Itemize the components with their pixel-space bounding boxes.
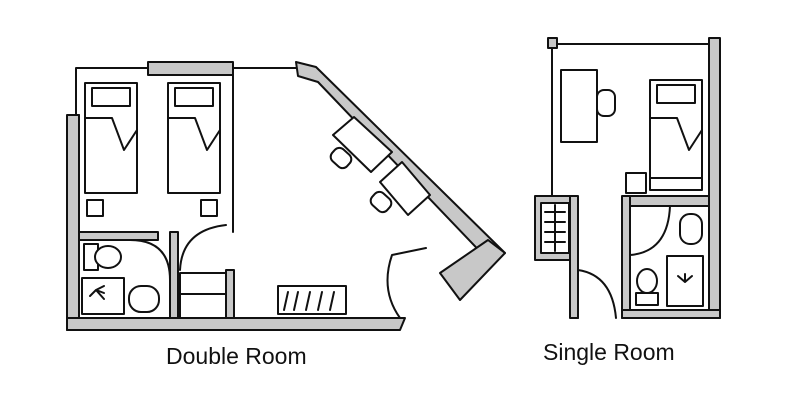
single-room-label: Single Room	[543, 339, 675, 365]
single-bed-pillow	[656, 84, 696, 104]
double-bed-left-sheet	[84, 117, 138, 151]
double-bath-wall	[169, 231, 179, 319]
single-bathroom-fixtures	[635, 213, 704, 307]
single-bottom-wall	[621, 309, 721, 319]
single-bed-area	[625, 79, 703, 194]
single-bath-door-swing	[629, 205, 671, 256]
single-toilet-bowl	[636, 268, 658, 294]
double-desk-upper	[332, 116, 393, 173]
double-closet-rail	[277, 285, 347, 315]
single-bed-sheet	[649, 117, 703, 151]
single-desk-area	[560, 69, 616, 143]
double-shower-head-icon	[89, 285, 105, 300]
single-entry-door-swing	[577, 269, 617, 319]
double-corner-pillar	[439, 239, 506, 301]
single-shower-head-icon	[677, 273, 693, 283]
double-room-label: Double Room	[166, 343, 307, 369]
single-shower-tray	[666, 255, 704, 307]
double-beds	[84, 82, 221, 217]
double-chair-lower	[369, 190, 393, 214]
double-desks	[329, 116, 431, 216]
double-bath-partition	[78, 231, 159, 241]
double-shower-tray	[81, 277, 125, 315]
double-bed-left-pillow	[91, 87, 131, 107]
double-room-plan	[66, 61, 506, 331]
double-bed-right-sheet	[167, 117, 221, 151]
single-toilet-tank	[635, 292, 659, 306]
single-desk	[560, 69, 598, 143]
single-top-left-post	[547, 37, 558, 49]
double-inner-wall-stub	[225, 269, 235, 319]
double-chair-upper	[329, 146, 353, 170]
double-closet-hangers	[283, 291, 335, 311]
double-bathroom-fixtures	[81, 239, 171, 315]
single-right-wall	[708, 37, 721, 319]
double-wardrobe-cabinet	[179, 272, 227, 319]
double-toilet-bowl	[94, 245, 122, 269]
double-bed-right-pillow	[174, 87, 214, 107]
double-desk-lower	[379, 161, 431, 216]
double-bath-door-swing	[129, 239, 171, 281]
single-nightstand	[625, 172, 647, 194]
double-thin-wall-outline	[75, 67, 149, 116]
double-left-wall	[66, 114, 80, 331]
double-nightstand-right	[200, 199, 218, 217]
single-room-plan	[534, 37, 721, 319]
double-nightstand-left	[86, 199, 104, 217]
double-main-door-swing	[386, 247, 427, 319]
double-entry-furniture	[179, 224, 427, 319]
single-bath-left-wall	[621, 195, 631, 319]
double-entry-door-swing	[179, 224, 227, 271]
single-chair	[596, 89, 616, 117]
double-bottom-wall	[66, 317, 406, 331]
single-sink	[679, 213, 703, 245]
single-closet-right-wall	[569, 195, 579, 319]
single-closet	[540, 202, 570, 254]
double-sink	[128, 285, 160, 313]
single-bath-top-wall	[625, 195, 710, 207]
double-top-wall-segment	[147, 61, 234, 76]
